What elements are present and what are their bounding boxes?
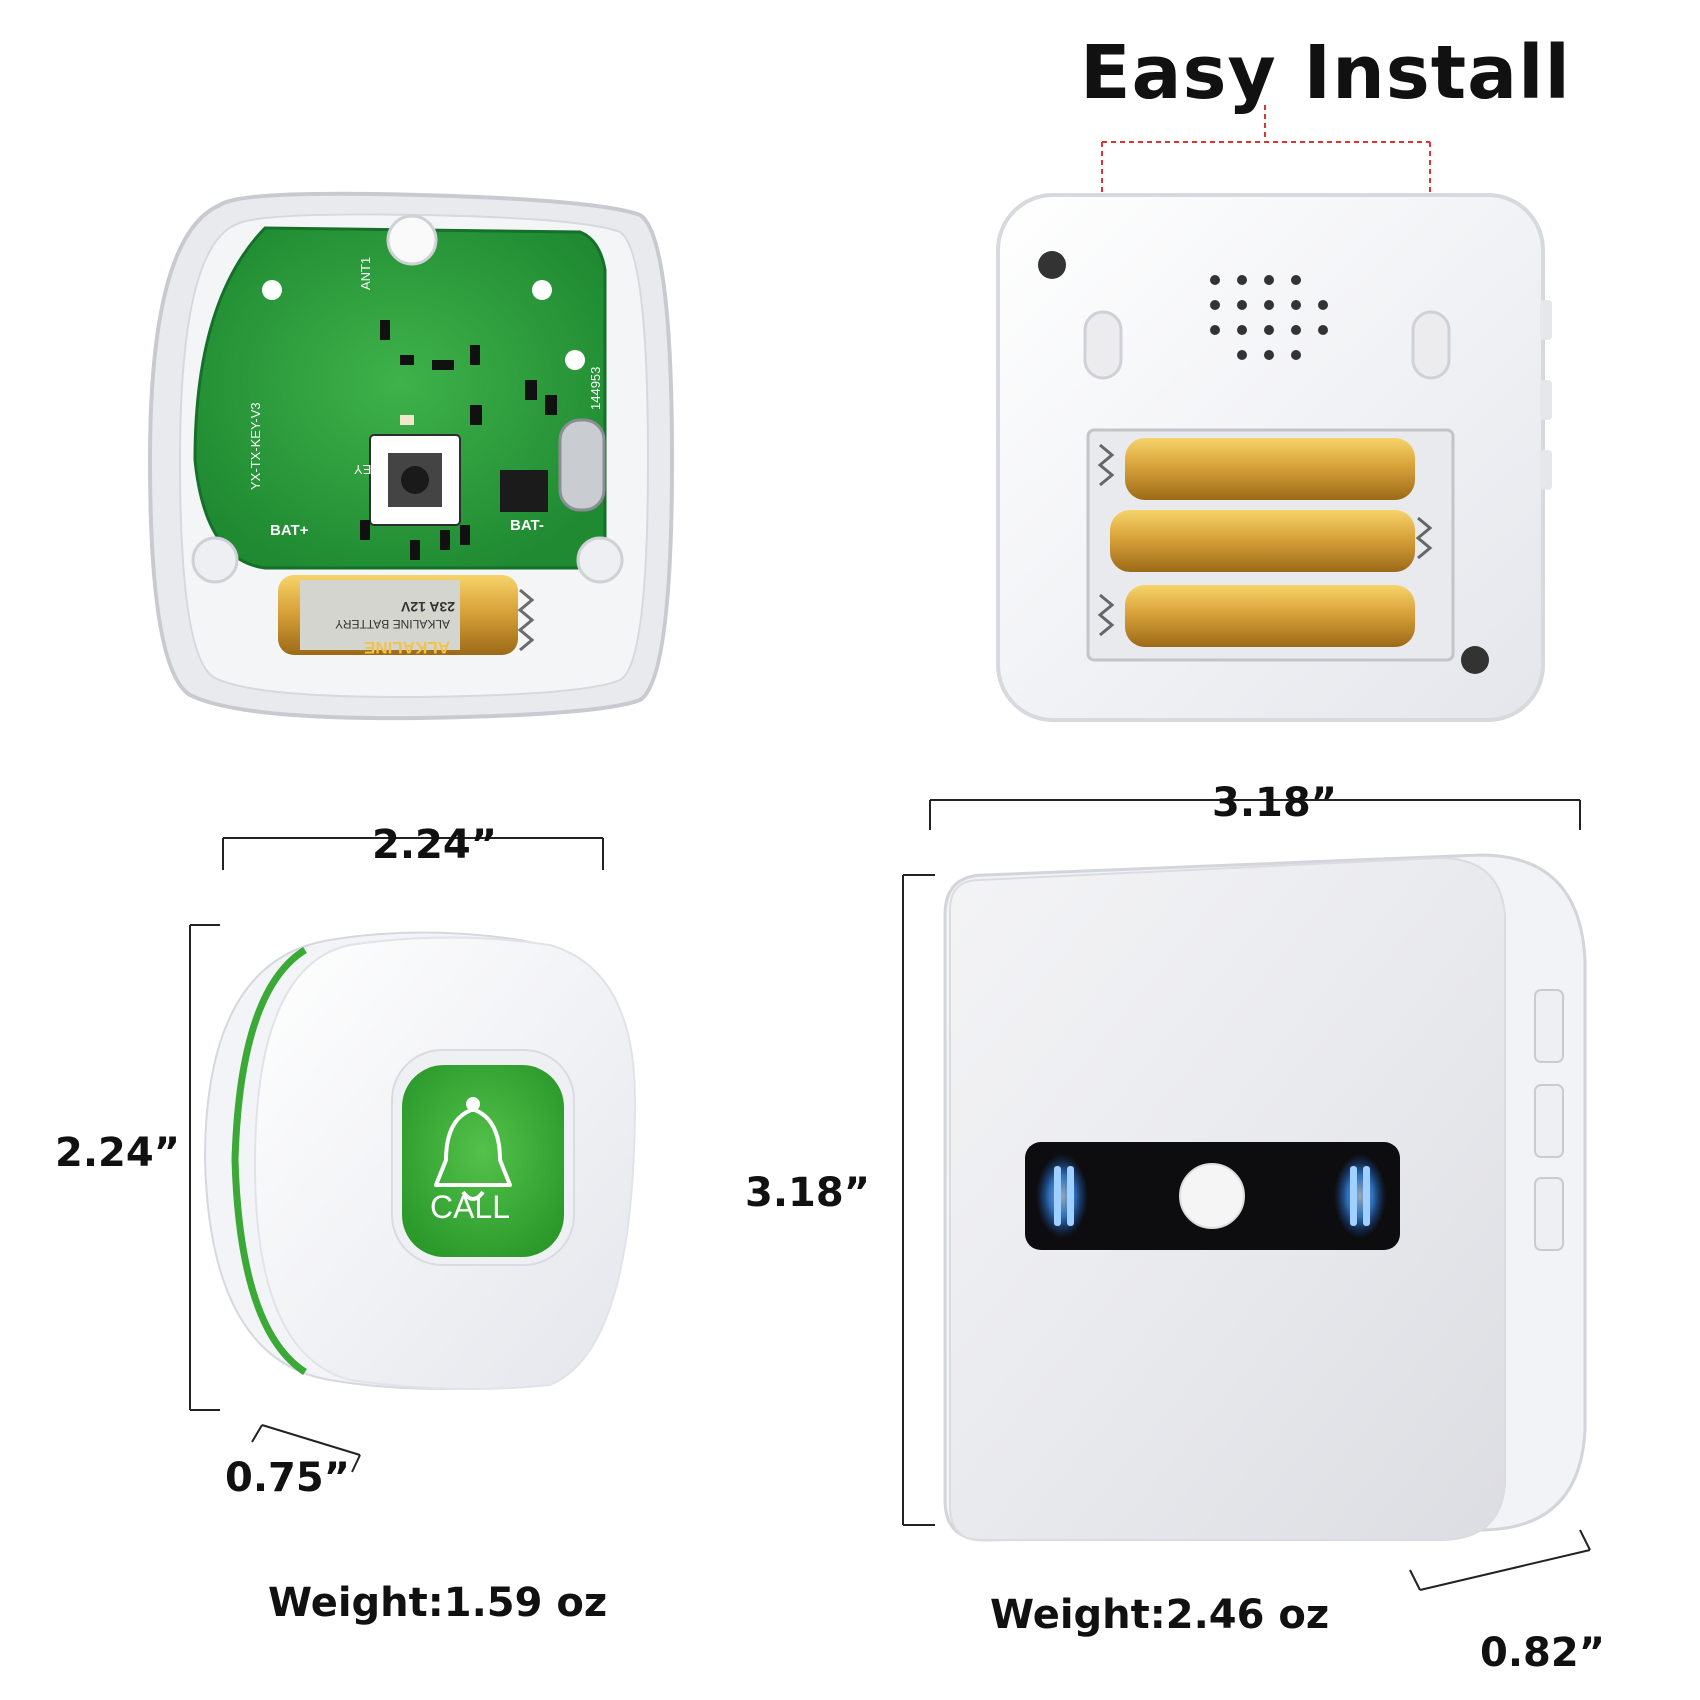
pcb-board-number: 144953 (588, 367, 603, 410)
call-button-depth-label: 0.75” (225, 1455, 350, 1501)
keyhole-left (1083, 310, 1123, 380)
pcb-antenna-label: ANT1 (358, 257, 373, 290)
led-indicator-right (1334, 1154, 1386, 1238)
receiver-depth-label: 0.82” (1480, 1630, 1605, 1676)
pcb-bat-minus: BAT- (510, 517, 544, 534)
call-button-device: CALL (189, 837, 637, 1473)
transmitter-open-view: YX-TX-KEY-V3 144953 ANT1 KEY BAT+ BAT- 2… (147, 191, 675, 721)
speaker-grille-icon (1210, 275, 1328, 360)
battery-text-label: ALKALINE BATTERY (335, 617, 450, 631)
call-button-width-label: 2.24” (372, 822, 497, 868)
keyhole-right (1411, 310, 1451, 380)
mode-button-3[interactable] (1534, 1177, 1564, 1251)
pairing-button[interactable] (1179, 1163, 1245, 1229)
battery-brand-label: ALKALINE (364, 638, 450, 657)
call-button-weight-label: Weight:1.59 oz (268, 1580, 608, 1626)
receiver-width-label: 3.18” (1212, 780, 1337, 826)
call-button-label: CALL (430, 1189, 510, 1225)
title-easy-install: Easy Install (1080, 30, 1571, 116)
battery-type-label: 23A 12V (400, 599, 455, 615)
pcb-key-label: KEY (354, 462, 380, 477)
mode-button-1[interactable] (1534, 989, 1564, 1063)
battery-23a: 23A 12V ALKALINE BATTERY ALKALINE (278, 575, 535, 657)
receiver-back-view (996, 105, 1552, 722)
call-button-height-label: 2.24” (55, 1130, 180, 1176)
mode-button-2[interactable] (1534, 1084, 1564, 1158)
call-press-button[interactable] (402, 1065, 564, 1257)
pcb-board-label: YX-TX-KEY-V3 (248, 402, 263, 490)
receiver-weight-label: Weight:2.46 oz (990, 1592, 1330, 1638)
mounting-hole-icon (386, 214, 438, 266)
pcb-bat-plus: BAT+ (270, 522, 309, 539)
receiver-front-view (902, 799, 1591, 1591)
bell-icon (434, 1097, 512, 1201)
led-indicator-left (1036, 1154, 1088, 1238)
receiver-height-label: 3.18” (745, 1170, 870, 1216)
